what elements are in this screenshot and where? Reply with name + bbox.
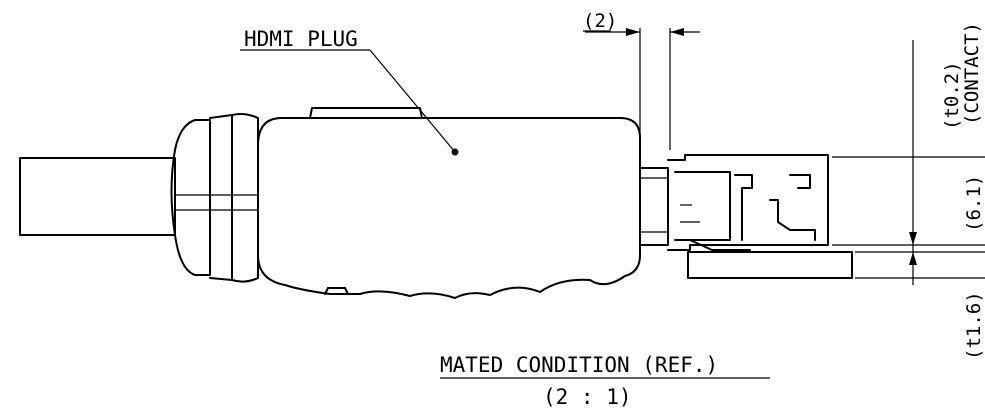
contact-label: (CONTACT)	[961, 22, 983, 125]
board-thickness-label: (t1.6)	[963, 291, 985, 360]
height-dimension-label: (6.1)	[963, 175, 985, 232]
dimension-height	[832, 40, 985, 285]
caption-title: MATED CONDITION (REF.)	[440, 353, 718, 377]
hdmi-plug-body	[257, 107, 641, 299]
plug-leader	[240, 49, 456, 153]
plug-tongue	[639, 167, 669, 246]
caption-scale: (2 : 1)	[543, 385, 632, 409]
hdmi-receptacle	[667, 154, 829, 251]
hdmi-plug-label: HDMI PLUG	[244, 27, 358, 51]
gap-dimension-label: (2)	[583, 10, 617, 32]
dimension-gap	[583, 28, 700, 150]
contact-thickness-label: (t0.2)	[941, 61, 963, 130]
cable	[19, 157, 176, 236]
strain-relief	[170, 113, 259, 283]
pcb-board	[687, 251, 853, 279]
